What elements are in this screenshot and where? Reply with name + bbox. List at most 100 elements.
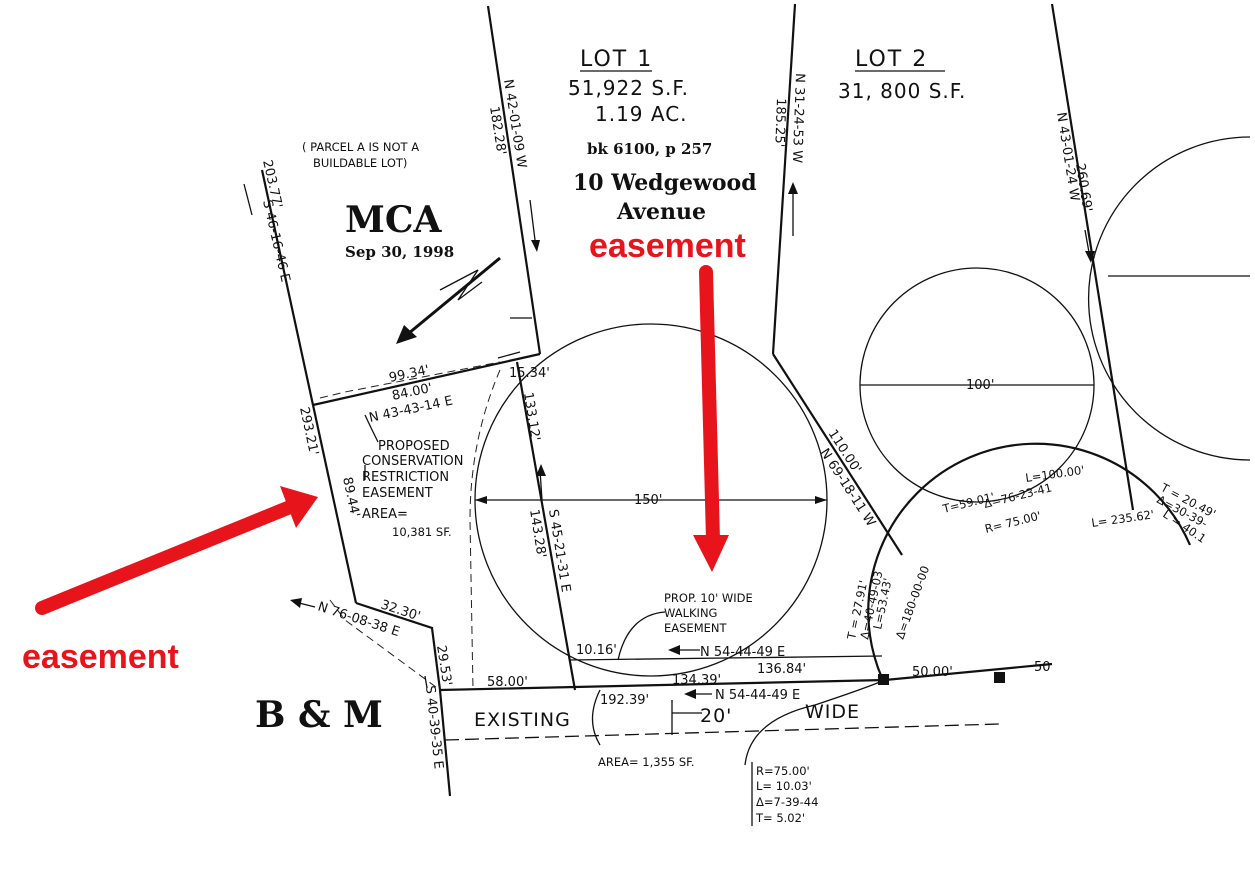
curve3-length: L=100.00' <box>1024 463 1085 485</box>
arrow-head <box>536 464 546 476</box>
lot1-area-sf: 51,922 S.F. <box>568 76 689 100</box>
existing-way-west-line <box>438 689 452 797</box>
walking-easement-line3: EASEMENT <box>664 621 727 635</box>
distance-50-00: 50.00' <box>912 665 953 680</box>
arrow-head <box>1085 251 1095 263</box>
bearing-s40: S 40-39-35 E <box>422 685 446 770</box>
conservation-note-line6: 10,381 SF. <box>392 525 452 539</box>
existing-way-north-line <box>439 678 886 692</box>
easement-label-top: easement <box>589 227 746 265</box>
walk-easement-west-line <box>515 361 577 691</box>
arrow-shaft <box>243 183 253 216</box>
bm-label: B & M <box>255 694 383 736</box>
cul-de-sac-arc <box>867 442 1192 679</box>
road-label-width: 20' <box>700 705 732 727</box>
leader-line <box>617 611 666 661</box>
easement-arrow-shaft <box>35 498 302 615</box>
easement-arrow-head <box>280 486 318 528</box>
lot1-title: LOT 1 <box>580 47 653 72</box>
parcel-a-note-line2: BUILDABLE LOT) <box>313 156 407 170</box>
leader-line <box>744 681 881 766</box>
circle-150-label: 150' <box>634 493 662 508</box>
book-page-reference: bk 6100, p 257 <box>587 140 712 158</box>
arrow-head <box>668 645 680 655</box>
existing-way-north-line-east <box>884 662 1053 682</box>
conservation-note-line4: EASEMENT <box>362 486 433 501</box>
monument-marker <box>994 672 1005 683</box>
lot-dividing-line <box>772 353 903 556</box>
lot2-area-sf: 31, 800 S.F. <box>838 79 966 103</box>
lot1-west-line <box>486 5 542 355</box>
easement-south-line <box>569 655 883 661</box>
distance-50: 50 <box>1034 660 1051 675</box>
walking-easement-line2: WALKING <box>664 606 717 620</box>
bearing-n54-lower: N 54-44-49 E <box>715 688 800 703</box>
arrow-head <box>290 598 302 608</box>
arrow-head <box>684 689 696 699</box>
walking-easement-line1: PROP. 10' WIDE <box>664 591 753 605</box>
dimension-arrow <box>815 496 827 504</box>
curve3-radius: R= 75.00' <box>983 508 1042 535</box>
address-line-1: 10 Wedgewood <box>573 170 757 196</box>
west-line-lower <box>311 404 358 604</box>
boundary-lines <box>260 3 1251 797</box>
bearing-n31: N 31-24-53 W <box>789 73 807 163</box>
easement-arrows <box>35 265 729 615</box>
curve5-length: L= 10.03' <box>756 779 812 793</box>
distance-192-39: 192.39' <box>600 693 649 708</box>
curve5-radius: R=75.00' <box>756 764 810 778</box>
lot1-area-ac: 1.19 AC. <box>595 102 688 126</box>
dimension-arrow <box>475 496 487 504</box>
conservation-note-line1: PROPOSED <box>378 439 450 454</box>
distance-133-12: 133.12' <box>520 391 542 442</box>
bearing-s46: S 46-16-46 E <box>259 199 292 284</box>
conservation-note-line5: AREA= <box>362 507 408 522</box>
easement-boundary-dashed <box>469 369 501 691</box>
distance-136-84: 136.84' <box>757 662 806 677</box>
curve4-arc-length: L= 235.62' <box>1090 507 1154 530</box>
bearing-arrows <box>243 182 1095 699</box>
north-arrow-shaft <box>402 256 501 340</box>
parcel-a-south-line <box>312 352 541 407</box>
curve5-tangent: T= 5.02' <box>755 811 805 825</box>
arrow-shaft <box>424 675 428 689</box>
conservation-note-line3: RESTRICTION <box>362 470 449 485</box>
easement-arrow-shaft <box>699 265 720 547</box>
partial-circle-east <box>1087 136 1251 461</box>
leader-lines <box>319 317 881 766</box>
leader-line <box>591 689 601 746</box>
north-arrow-head <box>396 325 417 344</box>
easement-arrow-head <box>693 535 729 572</box>
distance-15-34: 15.34' <box>509 366 550 381</box>
road-label-wide: WIDE <box>805 701 860 723</box>
distance-29-53: 29.53' <box>433 644 454 687</box>
curve5-delta: Δ=7-39-44 <box>756 795 818 809</box>
arrow-head <box>531 240 540 252</box>
curve2-delta: Δ=180-00-00 <box>893 564 933 641</box>
west-jog-line <box>355 601 442 691</box>
parcel-a-note-line1: ( PARCEL A IS NOT A <box>302 140 419 154</box>
easement-boundary-dashed <box>319 361 501 399</box>
leader-line <box>364 414 379 443</box>
distance-134-39: 134.39' <box>672 673 721 688</box>
bearing-s45: S 45-21-31 E <box>545 508 573 593</box>
lot1-east-line <box>771 3 797 355</box>
mca-label: MCA <box>345 199 443 241</box>
distance-293-21: 293.21' <box>296 406 321 457</box>
conservation-note-line2: CONSERVATION <box>362 454 464 469</box>
parcel-a-west-line <box>260 169 315 406</box>
lot2-title: LOT 2 <box>855 47 928 72</box>
existing-way-south-line <box>444 723 1001 741</box>
curve3-delta: Δ=76-23-41 <box>982 480 1053 510</box>
distance-89-44: 89.44' <box>339 476 362 519</box>
tick-mark <box>497 351 521 359</box>
north-arrow <box>396 256 501 344</box>
distance-10-16: 10.16' <box>576 643 617 658</box>
bearing-n54-upper: N 54-44-49 E <box>700 645 785 660</box>
monument-marker <box>878 674 889 685</box>
north-symbol <box>439 269 483 301</box>
easement-label-left: easement <box>22 638 179 676</box>
road-label-existing: EXISTING <box>474 709 571 731</box>
mca-date: Sep 30, 1998 <box>345 243 454 261</box>
